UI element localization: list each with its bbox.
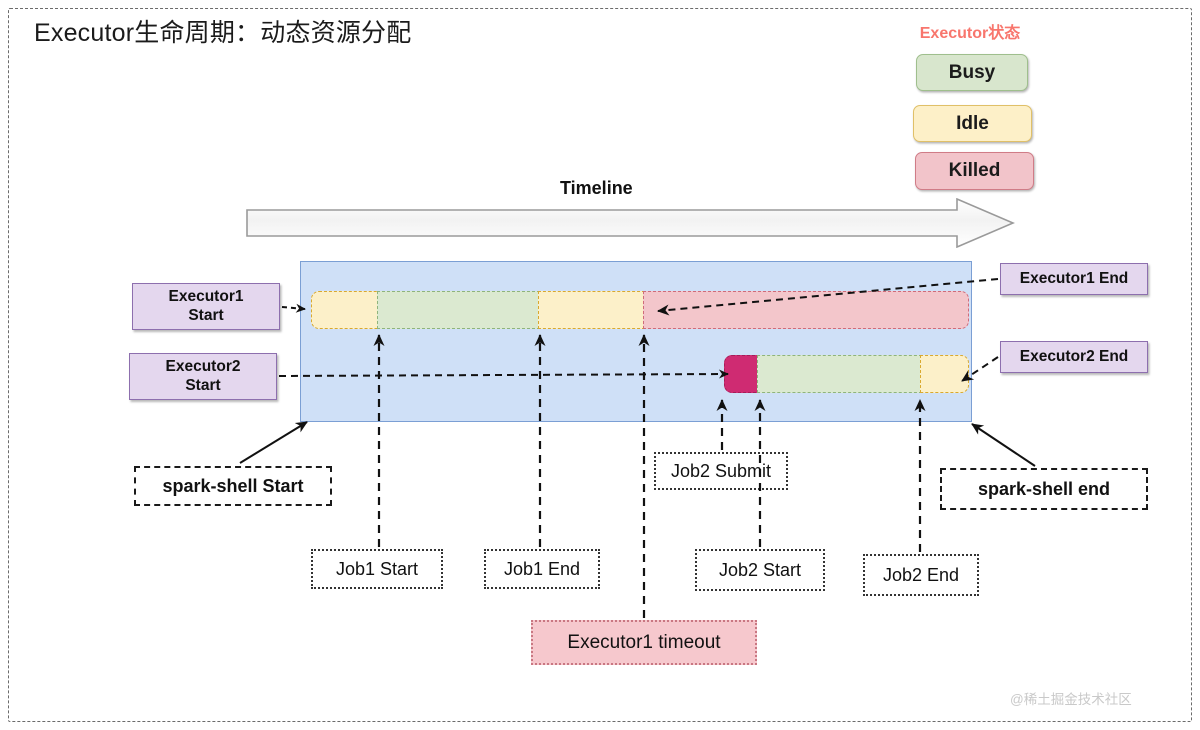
executor2-start-line2: Start: [185, 376, 221, 394]
executor1-start-line2: Start: [188, 306, 224, 324]
job1-start-label: Job1 Start: [311, 549, 443, 589]
watermark: @稀土掘金技术社区: [1010, 692, 1132, 707]
spark-shell-session-panel: [300, 261, 972, 422]
outer-dashed-frame: [8, 8, 1192, 722]
job2-start-label: Job2 Start: [695, 549, 825, 591]
executor1-start-line1: Executor1: [168, 287, 244, 305]
executor2-segment-busy: [757, 355, 922, 393]
executor1-segment-idle-2: [538, 291, 645, 329]
executor2-segment-launch: [724, 355, 760, 393]
page-title: Executor生命周期：动态资源分配: [34, 19, 412, 47]
executor2-start-line1: Executor2: [165, 357, 241, 375]
legend-item-busy: Busy: [916, 54, 1028, 91]
executor1-timeout-label: Executor1 timeout: [531, 620, 757, 665]
executor2-end-label: Executor2 End: [1000, 341, 1148, 373]
spark-shell-start-label: spark-shell Start: [134, 466, 332, 506]
job2-submit-label: Job2 Submit: [654, 452, 788, 490]
executor2-segment-idle: [920, 355, 969, 393]
legend-item-idle: Idle: [913, 105, 1032, 142]
executor1-segment-idle-1: [311, 291, 379, 329]
job1-end-label: Job1 End: [484, 549, 600, 589]
spark-shell-end-label: spark-shell end: [940, 468, 1148, 510]
timeline-arrow-icon: [246, 198, 1015, 248]
executor1-segment-killed: [643, 291, 969, 329]
executor1-end-label: Executor1 End: [1000, 263, 1148, 295]
job2-end-label: Job2 End: [863, 554, 979, 596]
executor1-segment-busy: [377, 291, 540, 329]
executor1-start-label: Executor1 Start: [132, 283, 280, 330]
executor2-start-label: Executor2 Start: [129, 353, 277, 400]
legend-item-killed: Killed: [915, 152, 1034, 190]
legend-heading: Executor状态: [919, 25, 1021, 42]
timeline-label: Timeline: [560, 178, 633, 198]
